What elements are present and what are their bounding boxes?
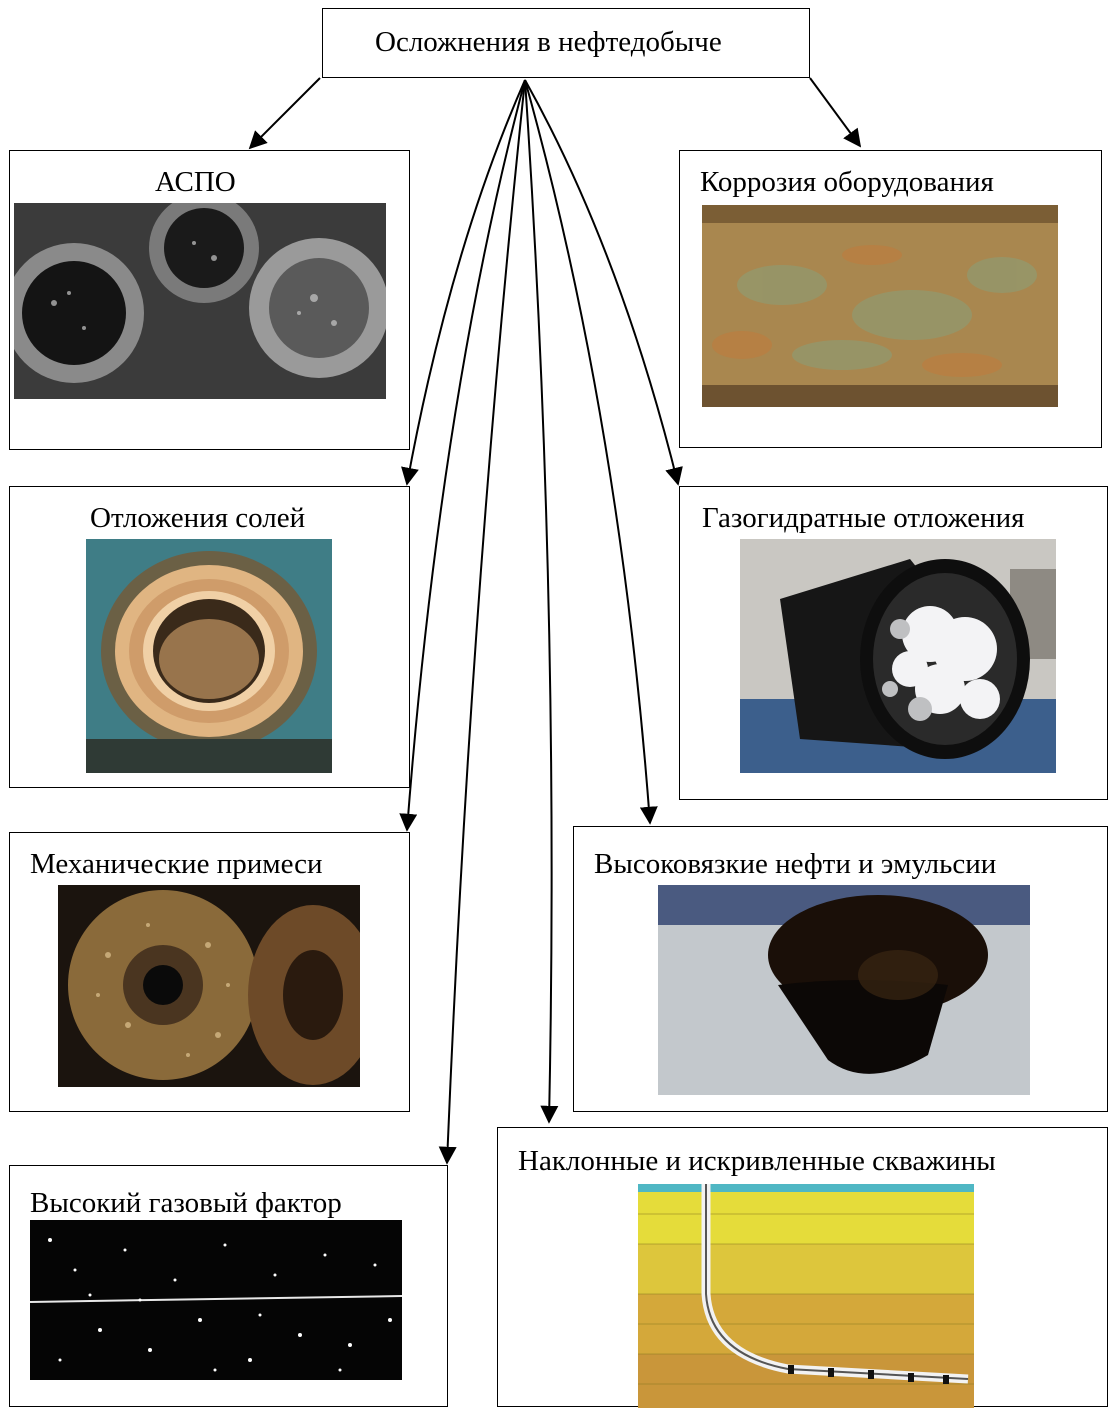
node-viscous: Высоковязкие нефти и эмульсии	[573, 826, 1108, 1112]
node-hydrates: Газогидратные отложения	[679, 486, 1108, 800]
viscous-oil-photo	[658, 885, 1030, 1095]
arrow-to-salts	[407, 80, 525, 484]
node-viscous-label: Высоковязкие нефти и эмульсии	[594, 847, 996, 881]
node-salts: Отложения солей	[9, 486, 410, 788]
arrow-to-aspo	[250, 78, 320, 148]
arrow-to-hydrates	[525, 80, 678, 484]
root-label: Осложнения в нефтедобыче	[375, 25, 722, 59]
node-aspo: АСПО	[9, 150, 410, 450]
deviated-well-schematic	[638, 1184, 974, 1408]
node-mechanical-label: Механические примеси	[30, 847, 323, 881]
node-mechanical: Механические примеси	[9, 832, 410, 1112]
node-gas: Высокий газовый фактор	[9, 1165, 448, 1407]
node-corrosion: Коррозия оборудования	[679, 150, 1102, 448]
gas-bubbles-photo	[30, 1220, 402, 1380]
paraffin-pipes-photo	[14, 203, 386, 399]
node-salts-label: Отложения солей	[90, 501, 305, 535]
sand-clogged-pipes-photo	[58, 885, 360, 1087]
arrow-to-mechanical	[407, 80, 525, 830]
node-deviated-label: Наклонные и искривленные скважины	[518, 1144, 996, 1178]
arrow-to-corrosion	[810, 78, 860, 146]
node-aspo-label: АСПО	[155, 165, 236, 199]
hydrate-plug-photo	[740, 539, 1056, 773]
arrow-to-deviated	[525, 80, 552, 1122]
node-hydrates-label: Газогидратные отложения	[702, 501, 1025, 535]
node-gas-label: Высокий газовый фактор	[30, 1186, 342, 1220]
arrow-to-gas	[447, 80, 525, 1163]
corroded-pipe-photo	[702, 205, 1058, 407]
node-corrosion-label: Коррозия оборудования	[700, 165, 994, 199]
root-node: Осложнения в нефтедобыче	[322, 8, 810, 78]
arrow-to-viscous	[525, 80, 650, 823]
scaled-pipe-photo	[86, 539, 332, 773]
node-deviated: Наклонные и искривленные скважины	[497, 1127, 1108, 1407]
